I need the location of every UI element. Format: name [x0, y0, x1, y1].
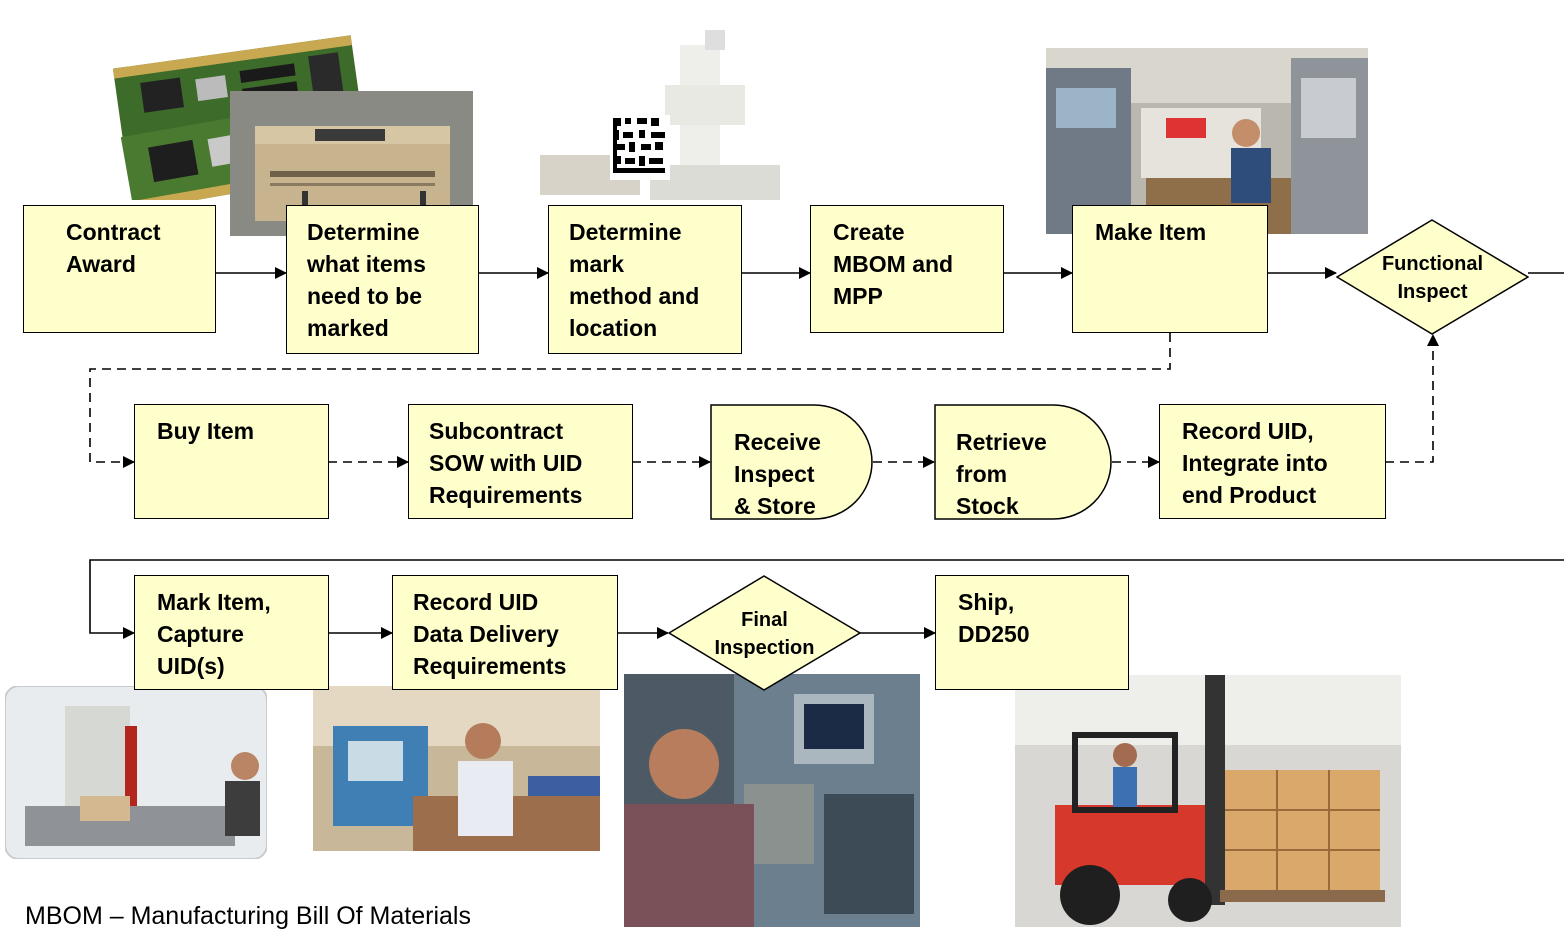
step-record-uid-delivery: Record UID Data Delivery Requirements	[392, 575, 618, 690]
decision-final-inspection	[668, 575, 861, 691]
computer-operator-photo	[313, 686, 600, 851]
step-determine-mark-method: Determine mark method and location	[548, 205, 742, 354]
step-determine-items: Determine what items need to be marked	[286, 205, 479, 354]
step-record-uid-integrate: Record UID, Integrate into end Product	[1159, 404, 1386, 519]
decision-functional-inspect	[1336, 219, 1529, 335]
marking-station-photo	[5, 686, 267, 859]
dashed-record-to-functional	[1385, 334, 1439, 463]
step-retrieve-from-stock: Retrieve from Stock	[956, 429, 1047, 519]
step-ship-dd250: Ship, DD250	[935, 575, 1129, 690]
step-make-item: Make Item	[1072, 205, 1268, 333]
marking-machine-photo	[530, 25, 795, 210]
step-create-mbom: Create MBOM and MPP	[810, 205, 1004, 333]
step-subcontract-sow: Subcontract SOW with UID Requirements	[408, 404, 633, 519]
step-mark-item-capture: Mark Item, Capture UID(s)	[134, 575, 329, 690]
receive-inspect-store-shape	[710, 404, 873, 520]
retrieve-from-stock-shape	[934, 404, 1112, 520]
final-inspection-label: Final Inspection	[714, 609, 815, 659]
step-buy-item: Buy Item	[134, 404, 329, 519]
step-contract-award: Contract Award	[23, 205, 216, 333]
functional-inspect-label: Functional Inspect	[1381, 253, 1484, 303]
forklift-photo	[1015, 675, 1401, 927]
machine-shop-photo	[1046, 48, 1368, 234]
mbom-footnote: MBOM – Manufacturing Bill Of Materials	[25, 902, 471, 930]
step-receive-inspect-store: Receive Inspect & Store	[734, 429, 821, 519]
inspector-photo	[624, 674, 920, 927]
